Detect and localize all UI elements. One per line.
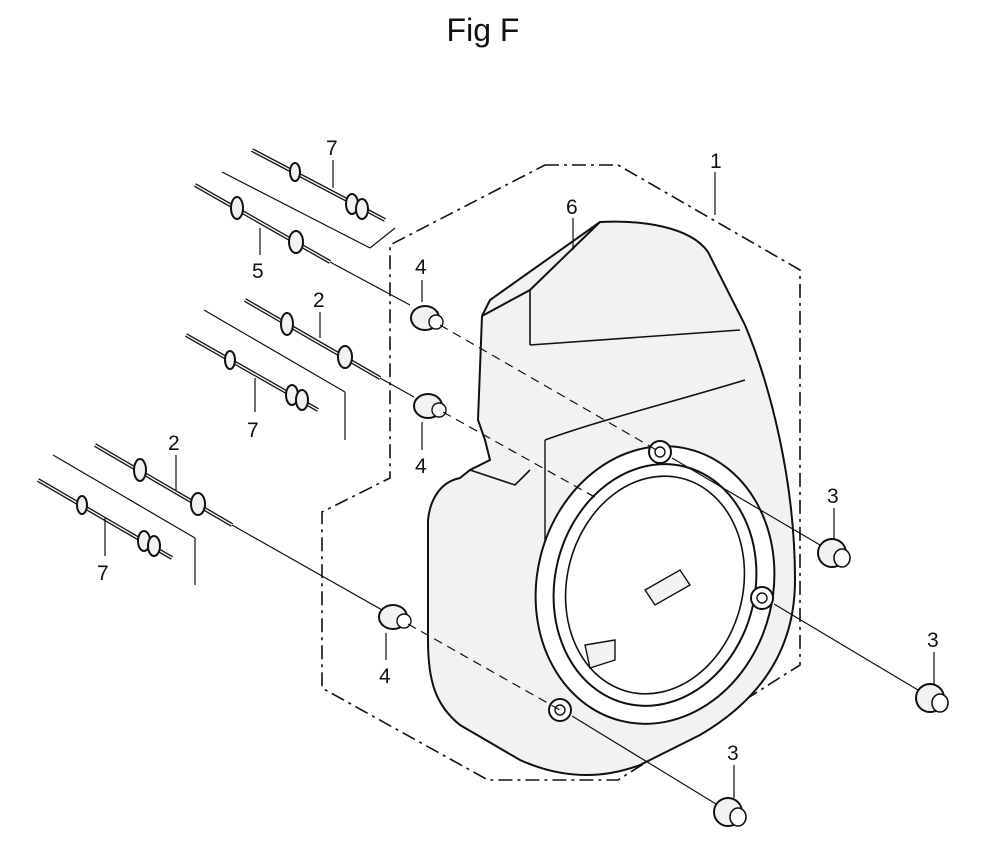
callout-4-middle: 4 (415, 455, 427, 478)
bolt-group-lines (52, 171, 415, 611)
callout-7-lower: 7 (97, 562, 109, 585)
spacer-4-top (410, 305, 444, 331)
spacer-4-middle (413, 393, 447, 419)
bolt-7-lower (36, 478, 174, 560)
callout-7-middle: 7 (247, 419, 259, 442)
callout-3-upper: 3 (827, 485, 839, 508)
bolt-7-middle (185, 333, 319, 412)
bolt-7-top (251, 148, 386, 222)
callout-4-lower: 4 (379, 665, 391, 688)
nut-3-bottom (713, 797, 747, 827)
figure-title: Fig F (446, 12, 520, 48)
spacer-4-lower (378, 604, 412, 630)
bolt-2-upper (243, 298, 382, 380)
nut-3-upper (817, 538, 851, 568)
callout-4-top: 4 (415, 256, 427, 279)
callout-2-upper: 2 (313, 289, 325, 312)
callout-1: 1 (710, 150, 722, 173)
shroud-ring-inner (552, 463, 758, 707)
nut-3-right (915, 683, 949, 713)
callout-5: 5 (252, 260, 264, 283)
bolt-2-lower (93, 443, 234, 527)
bolt-5 (194, 183, 331, 264)
callout-3-bottom: 3 (727, 742, 739, 765)
assembly-boundary (321, 164, 801, 781)
callout-2-lower: 2 (168, 432, 180, 455)
callout-3-right: 3 (927, 629, 939, 652)
callout-7-top: 7 (326, 137, 338, 160)
callout-6: 6 (566, 196, 578, 219)
fan-shroud (427, 220, 797, 776)
